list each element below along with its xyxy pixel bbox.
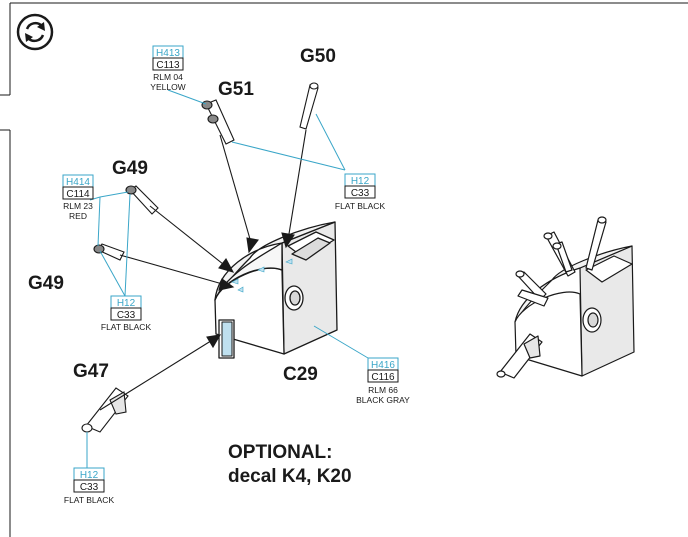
callout-name-1: RLM 23 <box>63 201 93 211</box>
callout-name-2: YELLOW <box>150 82 185 92</box>
label-g49-upper: G49 <box>112 158 148 179</box>
part-g49-lower <box>93 243 125 261</box>
part-g47 <box>81 387 129 433</box>
callout-name-2: BLACK GRAY <box>356 395 410 405</box>
color-callout-red: H414 C114 RLM 23 RED <box>62 174 94 221</box>
label-c29: C29 <box>283 364 318 385</box>
callout-h-code: H416 <box>371 360 395 371</box>
callout-h-code: H12 <box>80 470 99 481</box>
label-g47: G47 <box>73 361 109 382</box>
callout-c-code: C116 <box>371 372 395 383</box>
callout-leaders <box>86 89 369 468</box>
optional-note-title: OPTIONAL: <box>228 442 333 463</box>
color-callout-flat-black-2: H12 C33 FLAT BLACK <box>101 295 152 332</box>
callout-name-1: RLM 66 <box>368 385 398 395</box>
callout-name-2: RED <box>69 211 87 221</box>
callout-c-code: C33 <box>80 482 99 493</box>
callout-name-1: RLM 04 <box>153 72 183 82</box>
part-g51 <box>201 99 235 145</box>
assembled-view <box>496 216 635 379</box>
callout-name-1: FLAT BLACK <box>335 201 386 211</box>
optional-note-decal: decal K4, K20 <box>228 466 352 487</box>
label-g49-lower: G49 <box>28 273 64 294</box>
label-g51: G51 <box>218 79 254 100</box>
callout-c-code: C33 <box>351 188 370 199</box>
part-c29-body <box>214 221 338 359</box>
callout-h-code: H12 <box>351 176 370 187</box>
glue-marks <box>231 258 293 293</box>
callout-h-code: H413 <box>156 48 180 59</box>
part-g49-upper <box>125 185 159 215</box>
color-callout-black-gray: H416 C116 RLM 66 BLACK GRAY <box>356 357 410 405</box>
callout-c-code: C113 <box>156 60 180 71</box>
color-callout-flat-black-1: H12 C33 FLAT BLACK <box>335 173 386 211</box>
callout-h-code: H12 <box>117 298 136 309</box>
callout-h-code: H414 <box>66 177 90 188</box>
assembly-arrows <box>99 129 307 411</box>
callout-name-1: FLAT BLACK <box>101 322 152 332</box>
color-callout-yellow: H413 C113 RLM 04 YELLOW <box>150 45 186 92</box>
callout-c-code: C114 <box>66 189 90 200</box>
rotate-icon <box>16 13 54 51</box>
label-g50: G50 <box>300 46 336 67</box>
color-callout-flat-black-3: H12 C33 FLAT BLACK <box>64 467 115 505</box>
part-g50 <box>299 82 319 130</box>
callout-name-1: FLAT BLACK <box>64 495 115 505</box>
callout-c-code: C33 <box>117 310 136 321</box>
